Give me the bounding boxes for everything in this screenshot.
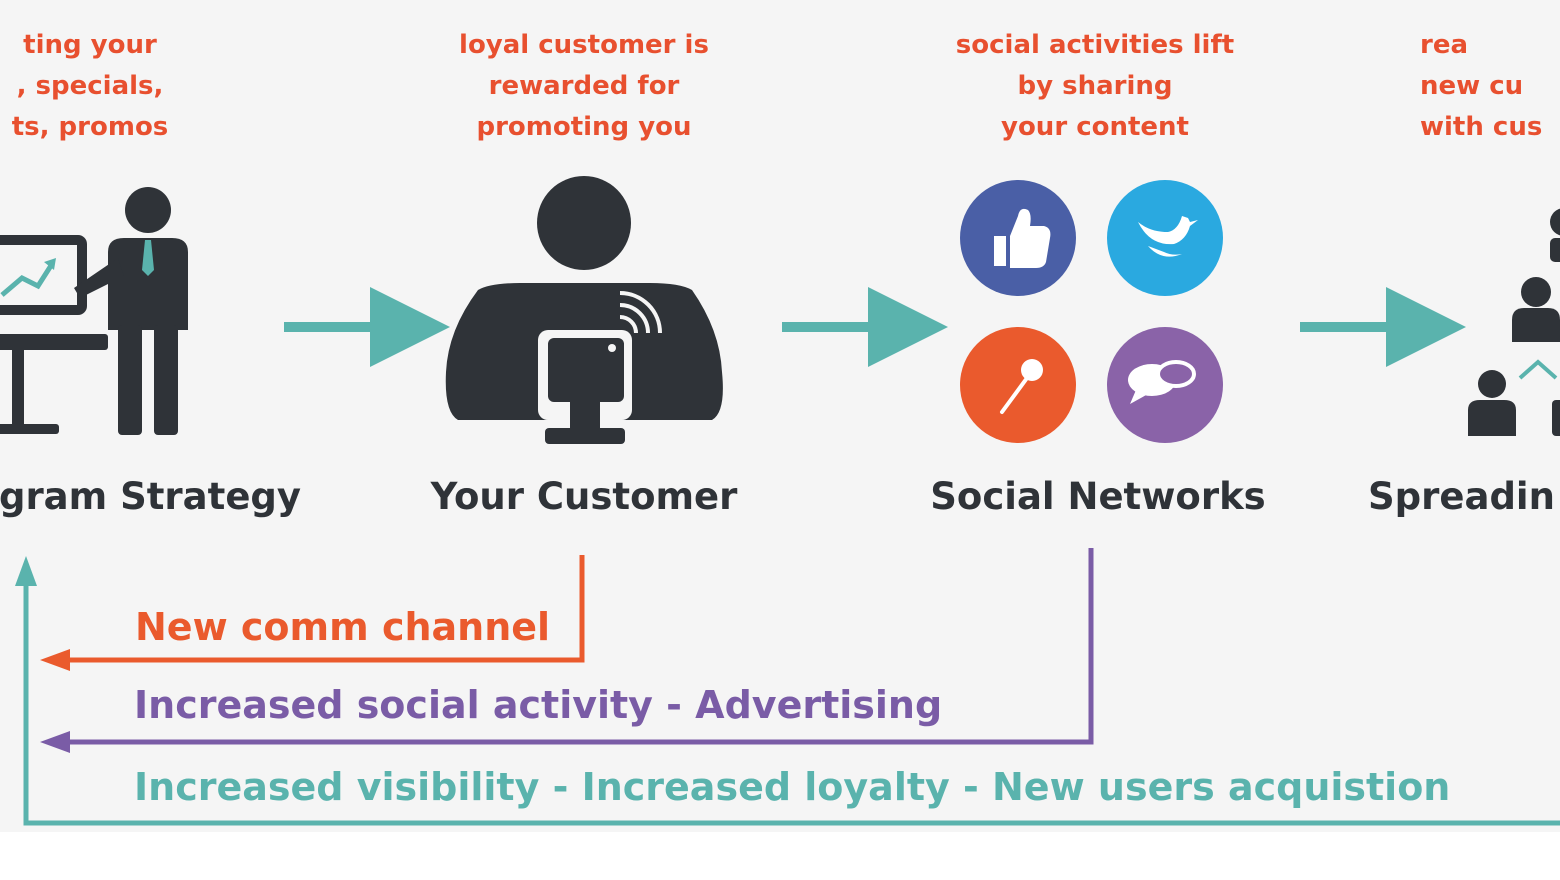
loop-label-visibility: Increased visibility - Increased loyalty… (134, 765, 1451, 809)
loop-arrowhead-visibility (15, 556, 37, 586)
loop-line-social-activity (62, 548, 1094, 745)
loop-arrowhead-comm-channel (40, 649, 70, 671)
diagram-canvas: ting your , specials, ts, promos loyal c… (0, 30, 1560, 826)
step-label-your-customer: Your Customer (430, 475, 738, 518)
loop-label-comm-channel: New comm channel (135, 605, 551, 649)
presenter-icon (0, 187, 188, 435)
loop-label-social-activity: Increased social activity - Advertising (134, 683, 943, 727)
customer-tablet-icon (445, 176, 723, 444)
bird-icon (1107, 180, 1223, 296)
caption-step-1: ting your , specials, ts, promos (11, 30, 169, 142)
thumbs-up-icon (960, 180, 1076, 296)
caption-step-4: rea new cu with cus (1420, 30, 1543, 142)
loop-line-comm-channel (62, 555, 585, 663)
loop-arrowhead-social-activity (40, 731, 70, 753)
step-label-social-networks: Social Networks (930, 475, 1266, 518)
step-label-program-strategy: gram Strategy (0, 475, 302, 518)
chat-bubbles-icon (1107, 327, 1223, 443)
diagram-art (0, 176, 1560, 826)
step-label-spreading: Spreadin (1368, 475, 1555, 518)
pin-icon (960, 327, 1076, 443)
people-network-icon (1468, 208, 1560, 436)
loop-line-visibility (23, 582, 1560, 826)
caption-step-2: loyal customer is rewarded for promoting… (459, 30, 709, 142)
caption-step-3: social activities lift by sharing your c… (955, 30, 1235, 142)
